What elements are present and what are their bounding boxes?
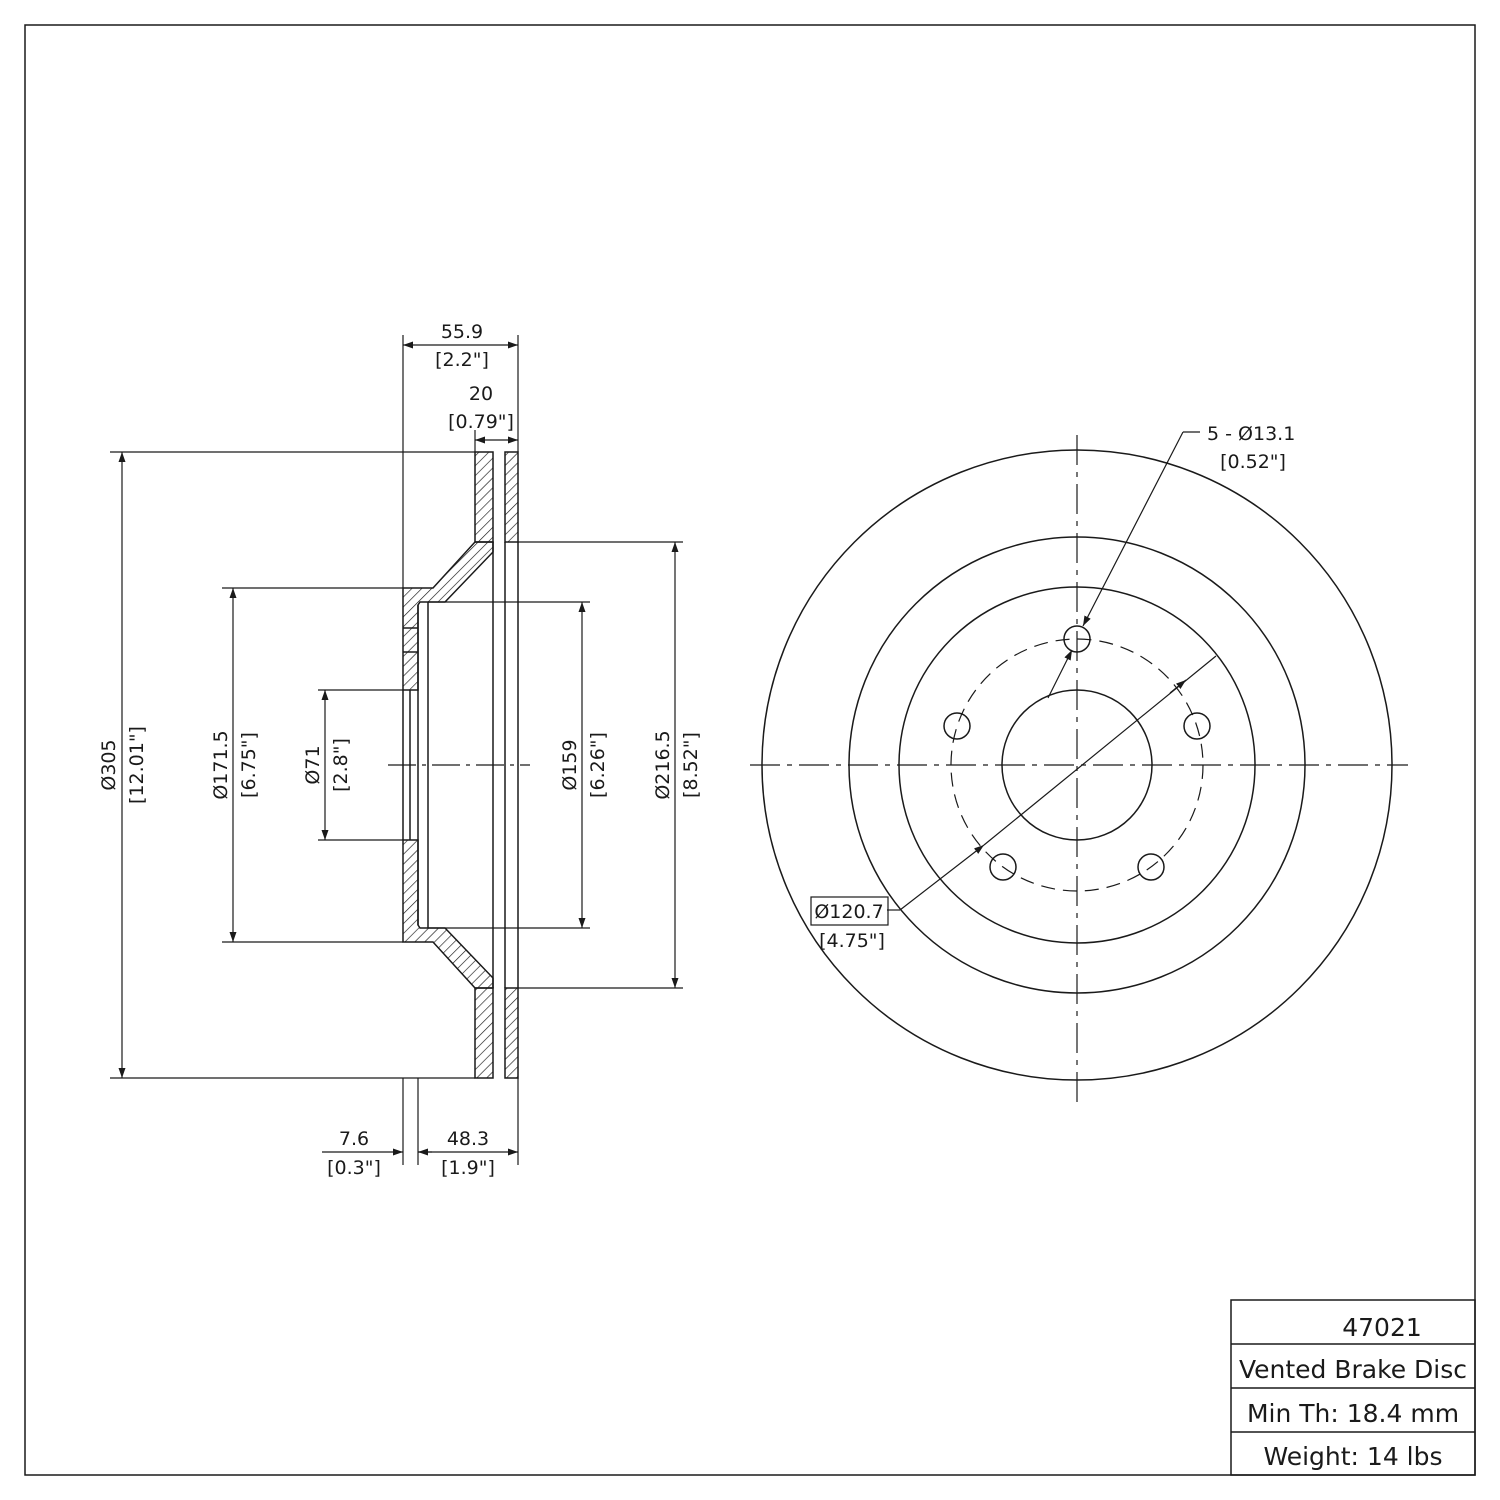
bolt-hole bbox=[943, 712, 971, 740]
part-description: Vented Brake Disc bbox=[1239, 1355, 1467, 1384]
bolt-hole bbox=[1137, 853, 1165, 881]
hat-height-inch: [1.9"] bbox=[441, 1157, 495, 1179]
bolt-hole bbox=[1183, 712, 1211, 740]
inner-friction-diameter-mm: Ø216.5 bbox=[652, 730, 674, 799]
side-section-view bbox=[388, 451, 530, 1079]
outer-diameter-mm: Ø305 bbox=[98, 739, 120, 790]
inner-hat-diameter-mm: Ø159 bbox=[559, 739, 581, 790]
bolt-holes-inch: [0.52"] bbox=[1220, 451, 1286, 473]
friction-width-inch: [0.79"] bbox=[448, 411, 514, 433]
center-bore-inch: [2.8"] bbox=[330, 738, 352, 792]
title-block: 47021 Vented Brake Disc Min Th: 18.4 mm … bbox=[1230, 1299, 1476, 1476]
weight: Weight: 14 lbs bbox=[1263, 1442, 1442, 1471]
inner-friction-diameter-inch: [8.52"] bbox=[680, 732, 702, 798]
bolt-circle-label-box bbox=[810, 896, 889, 926]
friction-width-mm: 20 bbox=[469, 383, 493, 405]
hat-diameter-inch: [6.75"] bbox=[238, 732, 260, 798]
bolt-holes-mm: 5 - Ø13.1 bbox=[1207, 423, 1295, 445]
front-leaders bbox=[810, 431, 1217, 926]
hat-height-mm: 48.3 bbox=[447, 1128, 489, 1150]
hat-diameter-mm: Ø171.5 bbox=[210, 730, 232, 799]
drawing-frame bbox=[24, 24, 1476, 1476]
side-dimension-labels: 55.9 [2.2"] 20 [0.79"] Ø305 [12.01"] Ø17… bbox=[98, 321, 702, 1179]
section-hatching bbox=[402, 451, 519, 1079]
inner-hat-diameter-inch: [6.26"] bbox=[587, 732, 609, 798]
part-number: 47021 bbox=[1342, 1313, 1422, 1342]
bolt-circle-inch: [4.75"] bbox=[819, 930, 885, 952]
front-view bbox=[750, 435, 1408, 1105]
center-bore-mm: Ø71 bbox=[302, 745, 324, 784]
overall-width-inch: [2.2"] bbox=[435, 349, 489, 371]
front-labels: 5 - Ø13.1 [0.52"] Ø120.7 [4.75"] bbox=[814, 423, 1295, 952]
bolt-hole bbox=[989, 853, 1017, 881]
hat-thickness-mm: 7.6 bbox=[339, 1128, 369, 1150]
outer-diameter-inch: [12.01"] bbox=[126, 726, 148, 804]
hat-thickness-inch: [0.3"] bbox=[327, 1157, 381, 1179]
side-dimensions bbox=[110, 335, 683, 1165]
min-thickness: Min Th: 18.4 mm bbox=[1247, 1399, 1459, 1428]
overall-width-mm: 55.9 bbox=[441, 321, 483, 343]
bolt-circle-mm: Ø120.7 bbox=[814, 901, 883, 923]
